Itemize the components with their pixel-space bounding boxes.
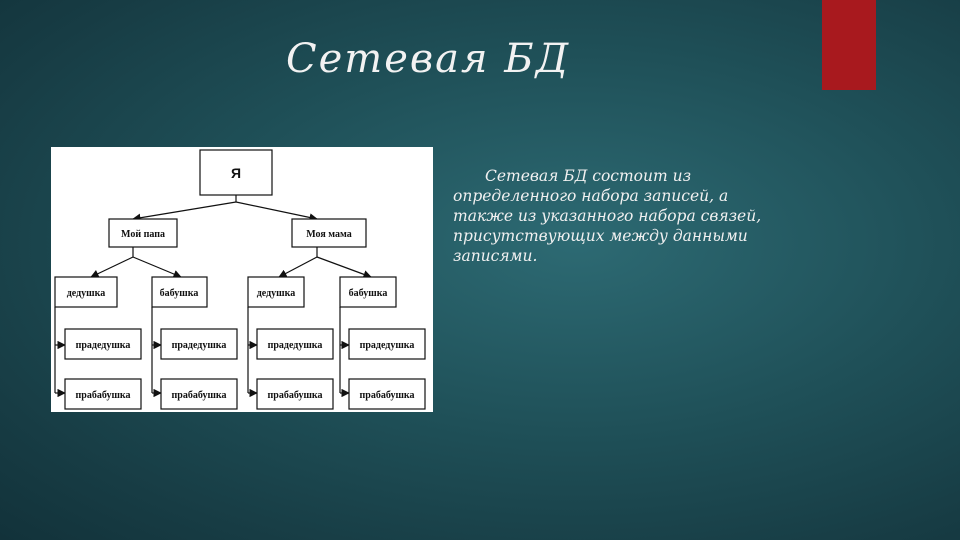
node-grandfather-maternal: дедушка (257, 288, 295, 299)
node-great-grandfather-4: прадедушка (360, 340, 415, 351)
node-grandfather-paternal: дедушка (67, 288, 105, 299)
node-great-grandmother-2: прабабушка (172, 390, 227, 401)
node-root: Я (231, 165, 241, 181)
network-db-diagram: Я Мой папа Моя мама дедушка бабушка деду… (51, 147, 433, 412)
node-great-grandfather-3: прадедушка (268, 340, 323, 351)
accent-bar (822, 0, 876, 90)
slide-body-text: Сетевая БД состоит из определенного набо… (453, 167, 762, 265)
node-grandmother-paternal: бабушка (160, 288, 199, 299)
node-great-grandmother-4: прабабушка (360, 390, 415, 401)
node-great-grandmother-1: прабабушка (76, 390, 131, 401)
diagram-boxes (54, 149, 426, 410)
node-great-grandfather-2: прадедушка (172, 340, 227, 351)
node-grandmother-maternal: бабушка (349, 288, 388, 299)
node-father: Мой папа (121, 229, 165, 240)
node-great-grandfather-1: прадедушка (76, 340, 131, 351)
diagram-connectors (54, 195, 372, 398)
node-great-grandmother-3: прабабушка (268, 390, 323, 401)
node-mother: Моя мама (306, 229, 352, 240)
diagram-svg: Я Мой папа Моя мама дедушка бабушка деду… (54, 149, 426, 410)
slide-title: Сетевая БД (286, 36, 571, 82)
